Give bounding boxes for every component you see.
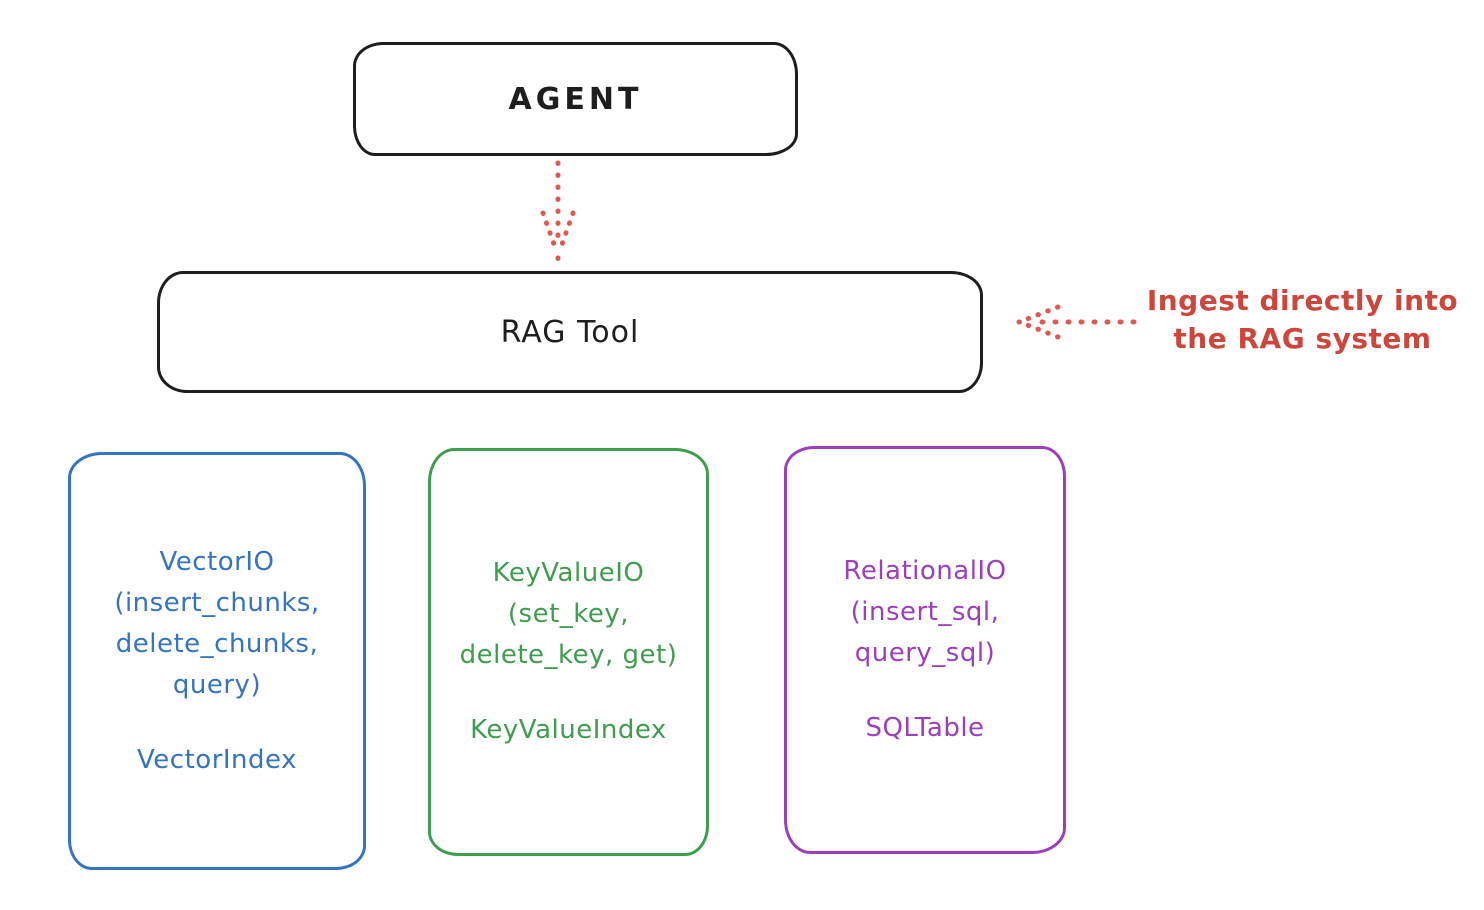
ingest-annotation-line1: Ingest directly into bbox=[1146, 284, 1459, 317]
io-line: (set_key, bbox=[507, 599, 630, 629]
agent-label: AGENT bbox=[508, 81, 643, 117]
io-line: RelationalIO bbox=[843, 556, 1007, 586]
io-line: delete_key, get) bbox=[459, 640, 678, 670]
relational-io-box: RelationalIO (insert_sql, query_sql) SQL… bbox=[784, 446, 1066, 854]
relational-io-text: RelationalIO (insert_sql, query_sql) SQL… bbox=[843, 551, 1006, 749]
keyvalue-io-box: KeyValueIO (set_key, delete_key, get) Ke… bbox=[428, 448, 709, 856]
sql-table-label: SQLTable bbox=[865, 713, 985, 743]
vector-io-text: VectorIO (insert_chunks, delete_chunks, … bbox=[114, 542, 319, 781]
rag-tool-box: RAG Tool bbox=[157, 271, 983, 393]
io-line: VectorIO bbox=[159, 546, 275, 577]
io-line: delete_chunks, bbox=[115, 628, 319, 659]
io-line: (insert_sql, bbox=[850, 597, 1000, 627]
io-line: (insert_chunks, bbox=[114, 587, 320, 618]
ingest-annotation-line2: the RAG system bbox=[1173, 322, 1432, 355]
vector-index-label: VectorIndex bbox=[137, 744, 297, 775]
vector-io-box: VectorIO (insert_chunks, delete_chunks, … bbox=[68, 452, 366, 870]
annotation-to-rag-arrow-icon bbox=[1016, 304, 1137, 340]
keyvalue-index-label: KeyValueIndex bbox=[470, 715, 667, 745]
agent-box: AGENT bbox=[353, 42, 798, 156]
io-line: KeyValueIO bbox=[492, 558, 645, 588]
io-line: query) bbox=[172, 669, 262, 700]
ingest-annotation: Ingest directly into the RAG system bbox=[1130, 282, 1475, 358]
rag-tool-label: RAG Tool bbox=[500, 314, 640, 350]
agent-to-rag-arrow-icon bbox=[540, 160, 576, 261]
io-line: query_sql) bbox=[854, 638, 996, 668]
keyvalue-io-text: KeyValueIO (set_key, delete_key, get) Ke… bbox=[460, 553, 678, 751]
